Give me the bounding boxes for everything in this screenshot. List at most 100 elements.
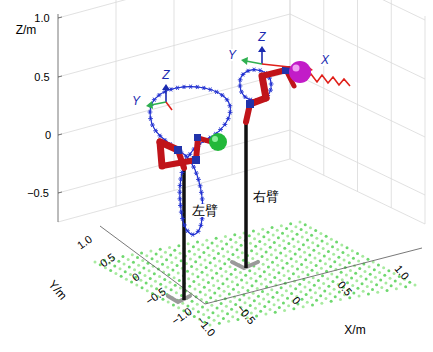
grid-line bbox=[58, 72, 425, 137]
floor-dot bbox=[359, 275, 362, 278]
floor-dot bbox=[246, 289, 249, 292]
floor-dot bbox=[172, 303, 175, 306]
floor-dot bbox=[364, 270, 367, 273]
axis-edges bbox=[58, 14, 422, 304]
floor-dot bbox=[180, 259, 183, 262]
floor-dot bbox=[249, 277, 252, 280]
floor-dot bbox=[144, 274, 147, 277]
floor-dot bbox=[315, 237, 318, 240]
grid-line bbox=[232, 0, 233, 175]
floor-dot bbox=[304, 223, 307, 226]
floor-dot bbox=[225, 305, 228, 308]
floor-dot bbox=[356, 287, 359, 290]
floor-dot bbox=[378, 271, 381, 274]
grid-line bbox=[425, 16, 426, 224]
floor-dot bbox=[228, 293, 231, 296]
left-trajectory bbox=[150, 87, 230, 235]
floor-dot bbox=[135, 283, 138, 286]
floor-dot bbox=[311, 304, 314, 307]
floor-dot bbox=[140, 251, 143, 254]
floor-dot bbox=[208, 254, 211, 257]
floor-dot bbox=[278, 244, 281, 247]
floor-dot bbox=[319, 259, 322, 262]
floor-dot bbox=[345, 274, 348, 277]
floor-dot bbox=[268, 273, 271, 276]
floor-dot bbox=[239, 271, 242, 274]
floor-dot bbox=[120, 275, 123, 278]
floor-dot bbox=[330, 273, 333, 276]
floor-dot bbox=[346, 246, 349, 249]
floor-dot bbox=[196, 275, 199, 278]
floor-dot bbox=[365, 278, 368, 281]
trajectory-star bbox=[258, 68, 263, 72]
floor-dot bbox=[408, 281, 411, 284]
floor-dot bbox=[270, 288, 273, 291]
floor-dot bbox=[240, 279, 243, 282]
floor-dot bbox=[165, 258, 168, 261]
trajectory-star bbox=[175, 86, 180, 90]
floor-dot bbox=[326, 277, 329, 280]
floor-dot bbox=[136, 256, 139, 259]
floor-dot bbox=[281, 267, 284, 270]
floor-dot bbox=[292, 272, 295, 275]
floor-dot bbox=[383, 274, 386, 277]
floor-dot bbox=[191, 300, 194, 303]
floor-dot bbox=[315, 299, 318, 302]
floor-dot bbox=[137, 264, 140, 267]
floor-dot bbox=[260, 282, 263, 285]
floor-dot bbox=[258, 240, 261, 243]
floor-dot bbox=[286, 262, 289, 265]
floor-dot bbox=[270, 253, 273, 256]
tick-label: 0 bbox=[44, 130, 52, 141]
floor-dot bbox=[280, 286, 283, 289]
floor-dot bbox=[395, 287, 398, 290]
floor-dot bbox=[213, 319, 216, 322]
trajectory-star bbox=[225, 98, 230, 102]
frame-axis-label: Y bbox=[227, 49, 237, 61]
floor-dot bbox=[264, 243, 267, 246]
floor-dot bbox=[235, 276, 238, 279]
floor-dot bbox=[201, 243, 204, 246]
floor-dot bbox=[290, 257, 293, 260]
floor-dot bbox=[327, 285, 330, 288]
trajectory-markers bbox=[148, 68, 274, 237]
tick-label: 0.5 bbox=[33, 72, 50, 83]
trajectory-star bbox=[228, 110, 233, 114]
left-frame bbox=[146, 84, 172, 110]
floor-dot bbox=[303, 251, 306, 254]
floor-dot bbox=[297, 275, 300, 278]
trajectory-star bbox=[214, 90, 219, 94]
floor-dot bbox=[293, 245, 296, 248]
floor-dot bbox=[192, 280, 195, 283]
trajectory-star bbox=[195, 85, 200, 89]
floor-dot bbox=[294, 225, 297, 228]
floor-dot bbox=[211, 311, 214, 314]
floor-dot bbox=[109, 269, 112, 272]
arrowhead bbox=[241, 57, 248, 65]
floor-dot bbox=[304, 286, 307, 289]
floor-dot bbox=[176, 264, 179, 267]
floor-dot bbox=[362, 290, 365, 293]
floor-dot bbox=[241, 286, 244, 289]
floor-dot bbox=[220, 275, 223, 278]
trajectory-star bbox=[178, 184, 183, 188]
floor-dot bbox=[331, 280, 334, 283]
floor-dot bbox=[158, 275, 161, 278]
trajectory-star bbox=[243, 95, 248, 99]
floor-dot bbox=[170, 288, 173, 291]
grid-line bbox=[58, 14, 425, 79]
link bbox=[262, 76, 266, 98]
floor-dot bbox=[323, 255, 326, 258]
floor-dot bbox=[198, 256, 201, 259]
floor-dot bbox=[125, 278, 128, 281]
floor-dot bbox=[291, 237, 294, 240]
floor-dot bbox=[145, 254, 148, 257]
floor-dot bbox=[168, 246, 171, 249]
floor-dot bbox=[257, 232, 260, 235]
floor-dot bbox=[305, 293, 308, 296]
floor-dot bbox=[357, 260, 360, 263]
floor-dot bbox=[219, 267, 222, 270]
floor-dot bbox=[281, 294, 284, 297]
floor-dot bbox=[318, 287, 321, 290]
floor-dot bbox=[332, 253, 335, 256]
